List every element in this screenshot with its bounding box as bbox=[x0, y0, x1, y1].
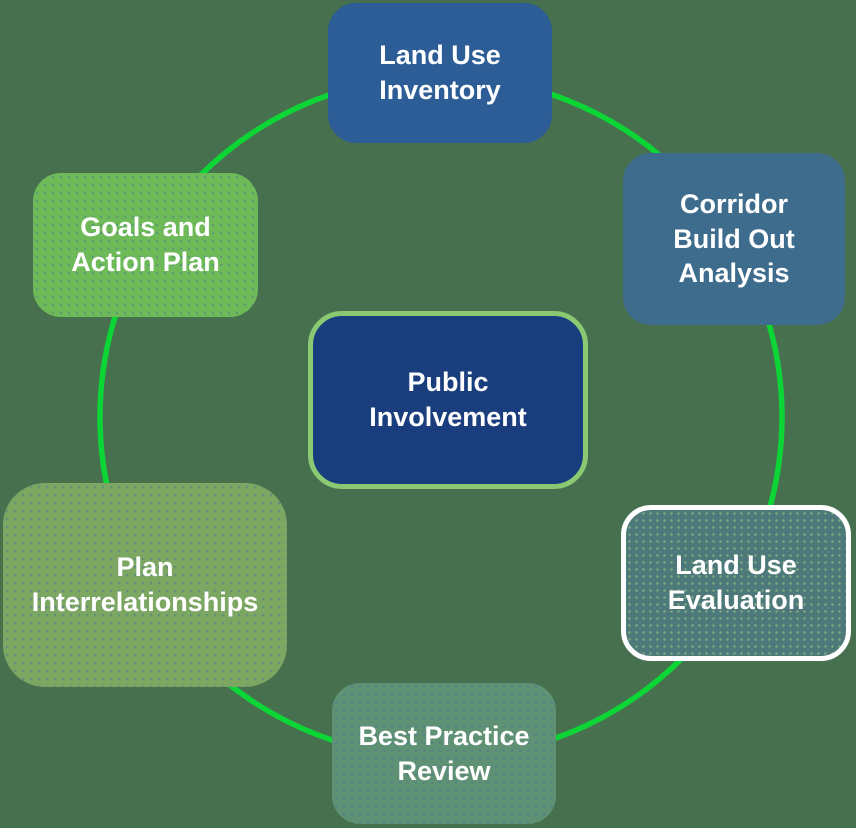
node-best-practice-review: Best Practice Review bbox=[332, 683, 556, 824]
node-land-use-inventory: Land Use Inventory bbox=[328, 3, 552, 143]
node-label-public-involvement: Public Involvement bbox=[369, 367, 527, 432]
node-label-plan-interrelationships: Plan Interrelationships bbox=[31, 552, 259, 617]
node-plan-interrelationships: Plan Interrelationships bbox=[3, 483, 287, 687]
node-label-best-practice-review: Best Practice Review bbox=[358, 720, 530, 786]
node-label-corridor-build-out-analysis: Corridor Build Out Analysis bbox=[673, 189, 795, 289]
node-goals-and-action-plan: Goals and Action Plan bbox=[33, 173, 258, 317]
node-label-land-use-inventory: Land Use Inventory bbox=[379, 40, 501, 105]
node-label-goals-and-action-plan: Goals and Action Plan bbox=[71, 212, 220, 277]
node-public-involvement: Public Involvement bbox=[308, 311, 588, 489]
node-land-use-evaluation: Land Use Evaluation bbox=[621, 505, 851, 661]
node-label-land-use-evaluation: Land Use Evaluation bbox=[667, 550, 805, 615]
node-corridor-build-out-analysis: Corridor Build Out Analysis bbox=[623, 153, 845, 325]
